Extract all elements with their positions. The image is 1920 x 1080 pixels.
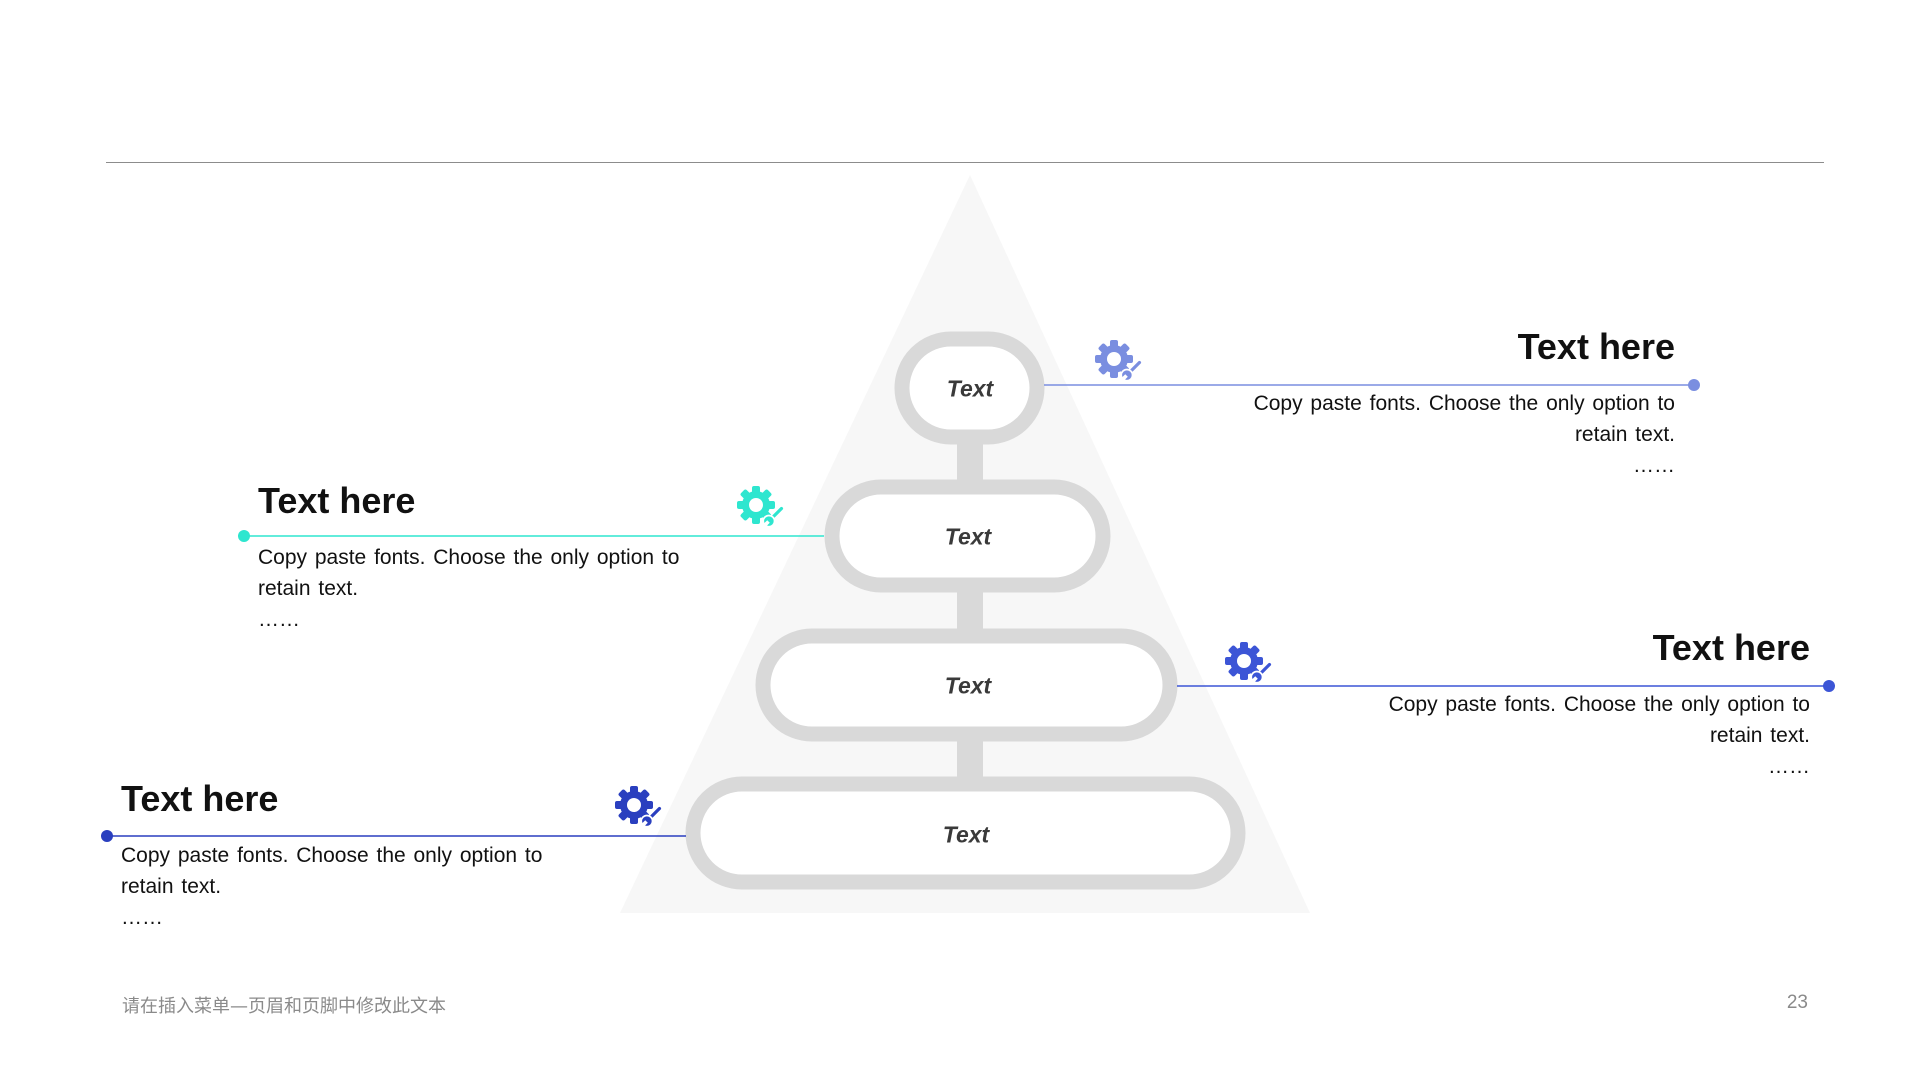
callout-body: Copy paste fonts. Choose the only option…: [1253, 392, 1675, 446]
callout-ellipsis: ……: [1633, 454, 1675, 477]
callout-middle-left: Text here Copy paste fonts. Choose the o…: [258, 480, 728, 635]
callout-title: Text here: [1517, 326, 1675, 367]
pyramid-level-3-label: Text: [944, 672, 992, 699]
callout-top-right: Text here Copy paste fonts. Choose the o…: [1205, 326, 1675, 481]
callout-bottom-left: Text here Copy paste fonts. Choose the o…: [121, 778, 591, 933]
connector-dot-4: [101, 830, 113, 842]
connector-lines: [101, 379, 1835, 842]
pyramid-level-1-label: Text: [946, 375, 994, 402]
callout-ellipsis: ……: [258, 608, 300, 631]
pyramid-level-2-label: Text: [944, 523, 992, 550]
pill-level-2: [824, 479, 1111, 593]
pill-level-4: [685, 776, 1246, 890]
callout-ellipsis: ……: [1768, 755, 1810, 778]
callout-body: Copy paste fonts. Choose the only option…: [258, 546, 680, 600]
footer-text: 请在插入菜单—页眉和页脚中修改此文本: [122, 996, 446, 1017]
callout-middle-right: Text here Copy paste fonts. Choose the o…: [1340, 627, 1810, 782]
connector-dot-2: [238, 530, 250, 542]
callout-ellipsis: ……: [121, 906, 163, 929]
gear-wrench-icon: [737, 486, 784, 531]
header-divider: [106, 162, 1824, 163]
pill-level-3: [755, 628, 1178, 742]
callout-title: Text here: [258, 480, 416, 521]
callout-body: Copy paste fonts. Choose the only option…: [121, 844, 543, 898]
gear-wrench-icon: [615, 786, 662, 831]
gear-wrench-icon: [1225, 642, 1272, 687]
callout-body: Copy paste fonts. Choose the only option…: [1388, 693, 1810, 747]
connector-dot-1: [1688, 379, 1700, 391]
pyramid-level-4-label: Text: [942, 821, 990, 848]
pill-level-1: [894, 331, 1045, 445]
page-number: 23: [1786, 992, 1808, 1013]
gear-wrench-icon: [1095, 340, 1142, 385]
pyramid-pills: [685, 331, 1246, 890]
connector-dot-3: [1823, 680, 1835, 692]
callout-title: Text here: [121, 778, 279, 819]
callout-title: Text here: [1652, 627, 1810, 668]
